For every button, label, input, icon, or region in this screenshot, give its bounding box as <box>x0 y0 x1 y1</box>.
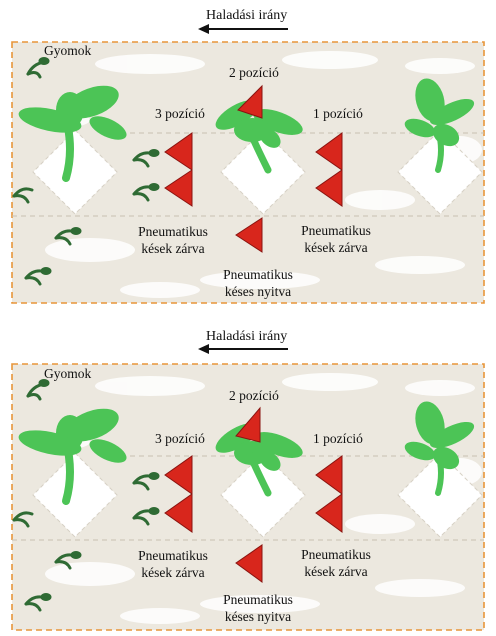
knife-label-line: Pneumatikus <box>301 547 371 562</box>
position-1-label: 1 pozíció <box>313 106 363 121</box>
knife-label-line: késes nyitva <box>224 609 292 624</box>
weed-icon <box>12 187 34 204</box>
weeds-group <box>12 57 160 286</box>
weed-icon <box>132 472 160 491</box>
knife-label-line: kések zárva <box>141 565 205 580</box>
weed-icon <box>54 227 82 246</box>
pneumatic-knife-icon <box>164 455 193 533</box>
knife-label-line: Pneumatikus <box>138 224 208 239</box>
knife-label-bottom-open: Pneumatikus késes nyitva <box>203 591 313 625</box>
weed-icon <box>132 149 160 168</box>
weed-icon <box>24 267 52 286</box>
knife-label-line: kések zárva <box>304 240 368 255</box>
knife-label-bottom-open: Pneumatikus késes nyitva <box>203 266 313 300</box>
position-3-label: 3 pozíció <box>155 431 205 446</box>
crop-plant-icon <box>404 401 475 496</box>
knife-label-left-closed: Pneumatikus kések zárva <box>118 223 228 257</box>
weed-icon <box>24 593 52 612</box>
crop-diamonds <box>32 129 483 215</box>
position-3-label: 3 pozíció <box>155 106 205 121</box>
knife-label-right-closed: Pneumatikus kések zárva <box>281 546 391 580</box>
knife-label-right-closed: Pneumatikus kések zárva <box>281 222 391 256</box>
weed-icon <box>12 511 34 528</box>
pneumatic-knife-icon <box>235 406 263 583</box>
knife-label-line: Pneumatikus <box>223 267 293 282</box>
knife-label-line: kések zárva <box>141 241 205 256</box>
position-1-label: 1 pozíció <box>313 431 363 446</box>
field-diagram-top <box>11 24 485 304</box>
pneumatic-knife-icon <box>315 132 343 207</box>
weed-icon <box>132 183 160 202</box>
crop-plant-icon <box>404 78 475 173</box>
direction-label: Haladási irány <box>206 329 288 344</box>
knife-label-line: Pneumatikus <box>301 223 371 238</box>
arrow-left-icon <box>198 344 288 354</box>
knife-label-line: késes nyitva <box>224 284 292 299</box>
field-diagram-bottom <box>11 344 485 631</box>
crop-plant-icon <box>18 85 127 182</box>
direction-label: Haladási irány <box>206 8 288 23</box>
weeds-group <box>12 379 160 612</box>
weed-icon <box>26 57 50 79</box>
weeds-label: Gyomok <box>44 366 92 381</box>
knife-label-left-closed: Pneumatikus kések zárva <box>118 547 228 581</box>
knife-label-line: Pneumatikus <box>138 548 208 563</box>
pneumatic-knife-icon <box>315 455 343 533</box>
weed-icon <box>132 507 160 526</box>
position-2-label: 2 pozíció <box>229 65 279 80</box>
crop-plant-icon <box>18 408 127 505</box>
weed-icon <box>54 551 82 570</box>
knife-label-line: kések zárva <box>304 564 368 579</box>
pneumatic-knife-icon <box>164 132 193 207</box>
weed-icon <box>26 379 50 401</box>
knife-label-line: Pneumatikus <box>223 592 293 607</box>
weeds-label: Gyomok <box>44 43 92 58</box>
pneumatic-knife-icon <box>235 84 263 253</box>
position-2-label: 2 pozíció <box>229 388 279 403</box>
arrow-left-icon <box>198 24 288 34</box>
